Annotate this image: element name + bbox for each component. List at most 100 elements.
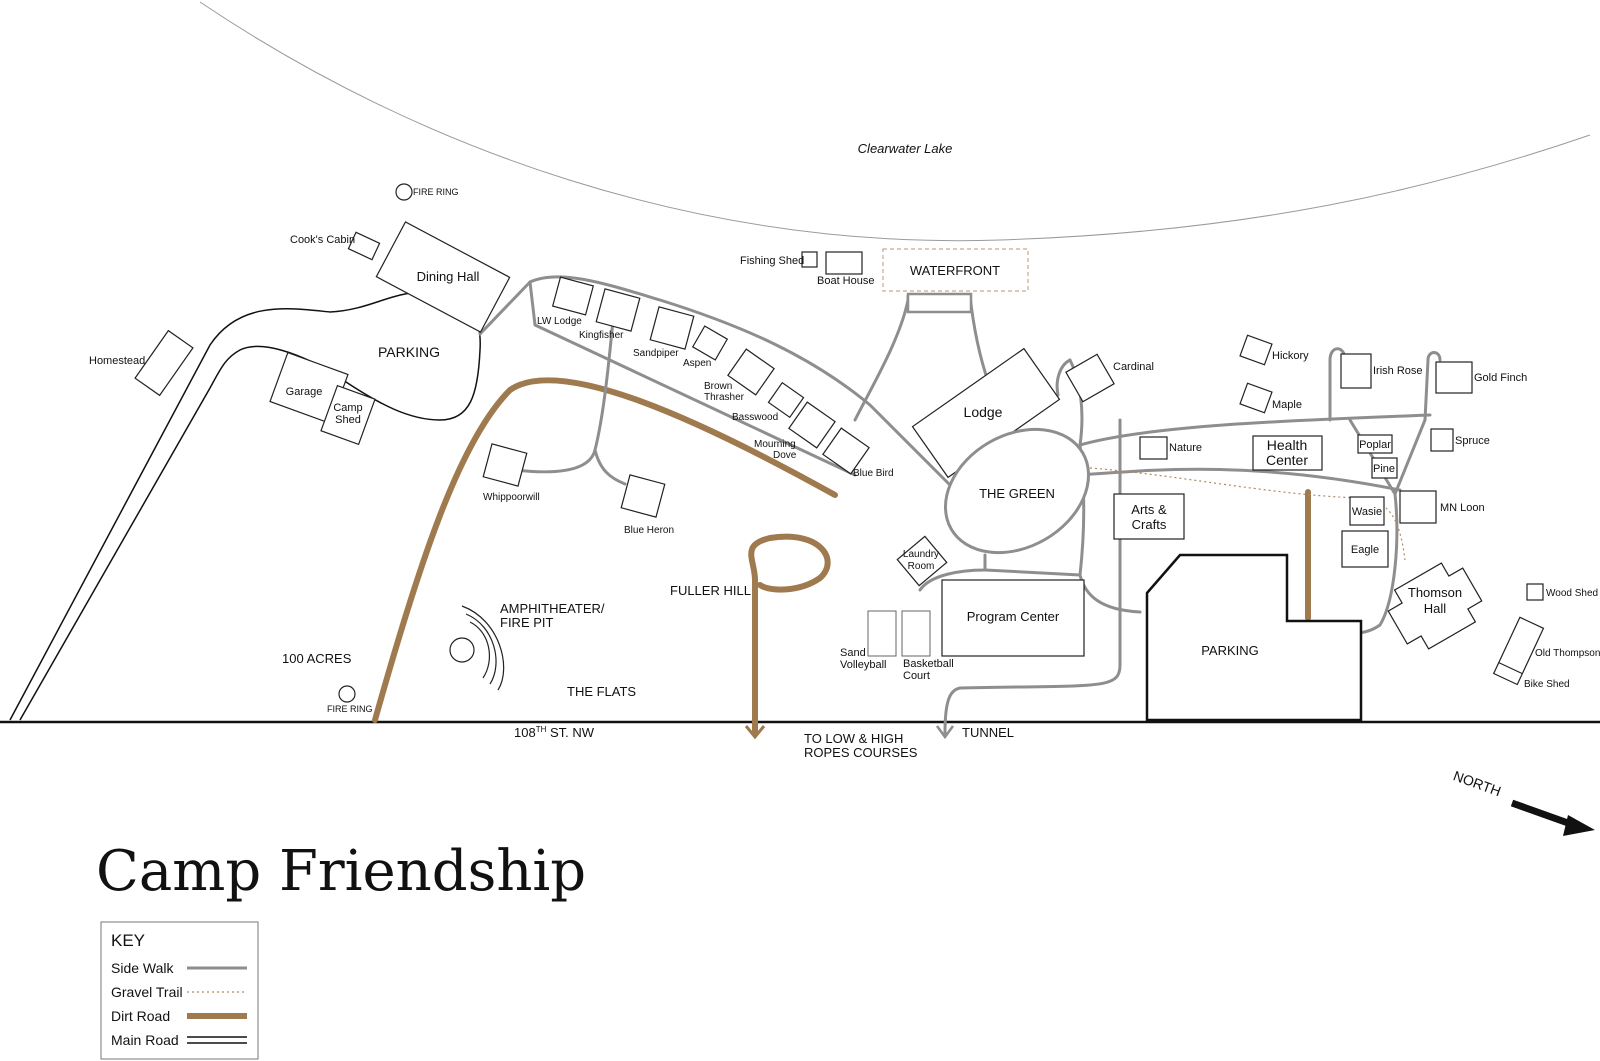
waterfront-area [882,248,1029,292]
health-center-label-2: Center [1266,452,1308,468]
thomson-hall-label-1: Thomson [1408,585,1462,600]
ropes-arrow-icon [744,725,766,740]
gold-finch-label: Gold Finch [1474,372,1527,384]
basswood-label: Basswood [732,412,778,423]
cardinal-label: Cardinal [1113,361,1154,373]
sand-volleyball-court [867,610,897,657]
thomson-hall [1387,562,1483,650]
mourning-dove [788,401,836,449]
nature-label: Nature [1169,442,1202,454]
lw-lodge [551,276,595,316]
lake-shoreline [199,1,1591,242]
hickory [1239,334,1273,366]
whippoorwill [482,443,528,487]
street-label: 108TH ST. NW [514,725,595,740]
aspen-label: Aspen [683,358,711,369]
wood-shed-label: Wood Shed [1546,588,1598,599]
kingfisher [595,288,641,332]
map-key: KEY Side Walk Gravel Trail Dirt Road Mai… [100,921,259,1060]
lodge-label: Lodge [964,404,1003,420]
brown-thrasher-label-1: Brown [704,381,732,392]
parking-east-label: PARKING [1201,643,1259,658]
ropes-courses-label-2: ROPES COURSES [804,745,918,760]
pine-label: Pine [1373,463,1395,475]
amphitheater-icon [449,605,505,691]
hickory-label: Hickory [1272,350,1309,362]
fishing-shed [801,251,818,268]
key-side-walk-label: Side Walk [111,960,175,976]
arts-crafts [1113,493,1185,540]
fire-ring-bottom-icon [338,685,356,703]
laundry-room-label-2: Room [908,561,935,572]
irish-rose [1340,353,1372,389]
garage-label: Garage [286,386,323,398]
health-center-label-1: Health [1267,437,1307,453]
amphitheater-label-2: FIRE PIT [500,615,554,630]
key-dirt-road-label: Dirt Road [111,1008,170,1024]
the-green-label: THE GREEN [979,486,1055,501]
laundry-room-label-1: Laundry [903,549,939,560]
waterfront-label: WATERFRONT [910,263,1000,278]
sand-volleyball-label-1: Sand [840,647,866,659]
north-arrow-icon [1510,799,1595,836]
maple-label: Maple [1272,399,1302,411]
brown-thrasher-label-2: Thrasher [704,392,745,403]
spruce-label: Spruce [1455,435,1490,447]
basketball-court-label-1: Basketball [903,658,954,670]
fire-ring-top-label: FIRE RING [413,187,459,197]
map-title: Camp Friendship [96,839,586,904]
dining-hall-label: Dining Hall [417,269,480,284]
program-center-label: Program Center [967,609,1060,624]
whippoorwill-label: Whippoorwill [483,492,540,503]
pine [1371,457,1398,479]
tunnel-arrow-icon [935,725,955,740]
health-center [1252,435,1323,471]
fire-ring-top-icon [395,183,413,201]
tunnel-label: TUNNEL [962,725,1014,740]
mourning-dove-label-2: Dove [773,450,797,461]
mn-loon [1399,490,1437,524]
arts-crafts-label-2: Crafts [1132,517,1167,532]
wasie [1349,496,1385,526]
key-main-road-label: Main Road [111,1032,179,1048]
thomson-hall-label-2: Hall [1424,601,1447,616]
lw-lodge-label: LW Lodge [537,316,582,327]
north-label: NORTH [1451,767,1503,799]
wood-shed [1526,583,1544,601]
homestead-label: Homestead [89,355,145,367]
program-center [941,579,1085,657]
homestead [134,329,194,397]
maple [1239,382,1273,414]
basketball-court-label-2: Court [903,670,930,682]
amphitheater-label-1: AMPHITHEATER/ [500,601,605,616]
sandpiper-label: Sandpiper [633,348,679,359]
eagle [1341,530,1389,568]
old-thompson [1492,616,1545,686]
boat-house [825,251,863,275]
camp-shed-label-2: Shed [335,414,361,426]
blue-bird-label: Blue Bird [853,468,894,479]
laundry-room [896,535,948,587]
mourning-dove-label-1: Mourning [754,439,796,450]
wasie-label: Wasie [1352,506,1382,518]
brown-thrasher [727,348,775,396]
fishing-shed-label: Fishing Shed [740,255,804,267]
arts-crafts-label-1: Arts & [1131,502,1167,517]
nature [1139,436,1168,460]
fuller-hill-label: FULLER HILL [670,583,751,598]
dining-hall [375,221,511,333]
poplar [1357,434,1393,454]
fire-ring-bottom-label: FIRE RING [327,704,373,714]
bike-shed-label: Bike Shed [1524,679,1570,690]
lake-label: Clearwater Lake [858,141,953,156]
the-flats-label: THE FLATS [567,684,636,699]
poplar-label: Poplar [1359,439,1391,451]
hundred-acres-label: 100 ACRES [282,651,352,666]
camp-shed [320,384,376,446]
cooks-cabin [347,231,381,261]
dirt-roads [372,377,1311,736]
ropes-courses-label-1: TO LOW & HIGH [804,731,903,746]
eagle-label: Eagle [1351,544,1379,556]
kingfisher-label: Kingfisher [579,330,624,341]
